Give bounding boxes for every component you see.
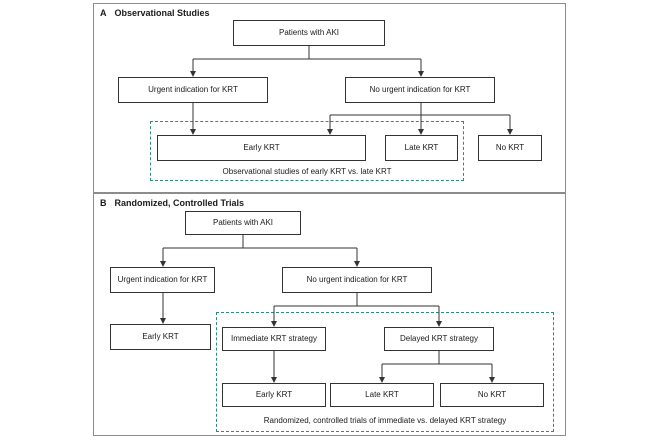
panel-a-observational-group	[150, 121, 464, 181]
b-no-urgent-indication-box: No urgent indication for KRT	[282, 267, 432, 293]
panel-b-header: B Randomized, Controlled Trials	[94, 194, 565, 212]
a-early-krt-box: Early KRT	[157, 135, 366, 161]
b-immediate-strategy-box: Immediate KRT strategy	[222, 327, 326, 351]
b-delayed-strategy-box: Delayed KRT strategy	[384, 327, 494, 351]
b-patients-with-aki-box: Patients with AKI	[185, 211, 301, 235]
b-no-krt-box: No KRT	[440, 383, 544, 407]
b-urgent-indication-box: Urgent indication for KRT	[110, 267, 215, 293]
panel-b-letter: B	[100, 198, 107, 208]
a-no-krt-box: No KRT	[478, 135, 542, 161]
b-early-krt-urgent-box: Early KRT	[110, 324, 211, 350]
b-late-krt-box: Late KRT	[330, 383, 434, 407]
b-early-krt-box: Early KRT	[222, 383, 326, 407]
panel-a-letter: A	[100, 8, 107, 18]
panel-a-header: A Observational Studies	[94, 4, 565, 22]
panel-b-rct-group	[216, 312, 554, 432]
a-urgent-indication-box: Urgent indication for KRT	[118, 77, 268, 103]
a-late-krt-box: Late KRT	[385, 135, 458, 161]
a-no-urgent-indication-box: No urgent indication for KRT	[345, 77, 495, 103]
panel-a-title: Observational Studies	[114, 8, 210, 18]
a-group-caption: Observational studies of early KRT vs. l…	[222, 167, 392, 176]
a-patients-with-aki-box: Patients with AKI	[233, 20, 385, 46]
panel-b-title: Randomized, Controlled Trials	[114, 198, 245, 208]
b-group-caption: Randomized, controlled trials of immedia…	[263, 416, 507, 425]
